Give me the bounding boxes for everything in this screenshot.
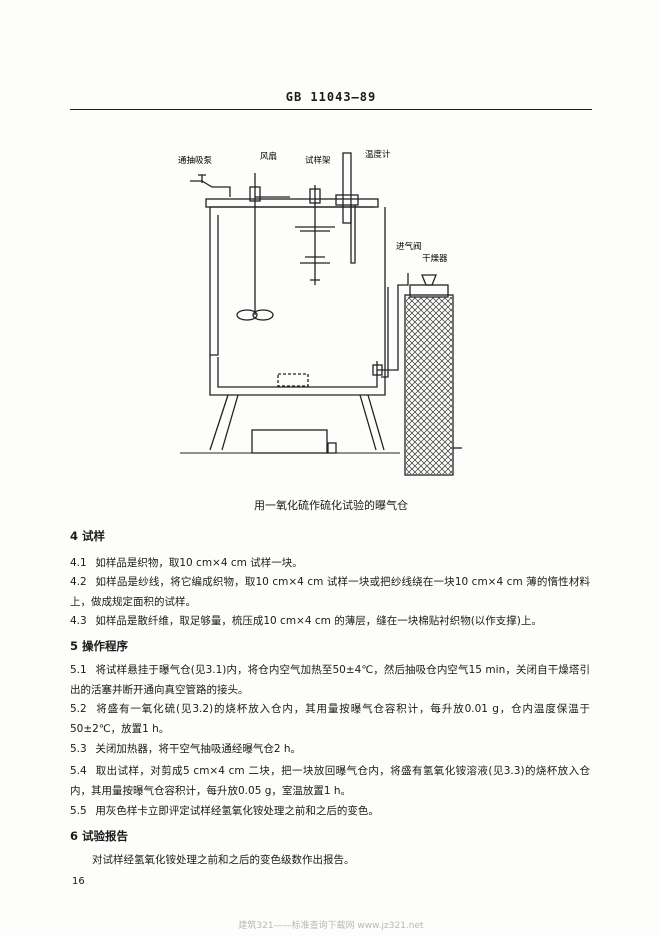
item-number: 4.1 xyxy=(70,557,87,569)
item-text: 如样品是散纤维，取足够量，梳压成10 cm×4 cm 的薄层，缝在一块棉贴衬织物… xyxy=(95,615,542,627)
standard-code: GB 11043—89 xyxy=(285,90,377,104)
thermometer-label: 温度计 xyxy=(365,149,391,160)
item-5-5: 5.5 用灰色样卡立即评定试样经氢氧化铵处理之前和之后的变色。 xyxy=(70,801,590,821)
rack-label: 试样架 xyxy=(305,155,331,166)
watermark: 建筑321——标准查询下载网 www.jz321.net xyxy=(238,921,424,931)
item-text: 将试样悬挂于曝气仓(见3.1)内，将仓内空气加热至50±4℃，然后抽吸仓内空气1… xyxy=(70,664,590,696)
apparatus-diagram: 通抽吸泵 风扇 试样架 温度计 进气阀 干燥器 xyxy=(178,149,462,476)
item-5-2: 5.2 将盛有一氧化硫(见3.2)的烧杯放入仓内，其用量按曝气仓容积计，每升放0… xyxy=(70,699,590,739)
item-text: 用灰色样卡立即评定试样经氢氧化铵处理之前和之后的变色。 xyxy=(95,805,379,817)
dryer-label: 干燥器 xyxy=(422,253,448,264)
section-4-title: 4 试样 xyxy=(70,529,106,543)
section-6-title: 6 试验报告 xyxy=(70,829,129,843)
apparatus-figure: 通抽吸泵 风扇 试样架 温度计 进气阀 干燥器 xyxy=(160,145,490,485)
item-5-1: 5.1 将试样悬挂于曝气仓(见3.1)内，将仓内空气加热至50±4℃，然后抽吸仓… xyxy=(70,660,590,700)
item-text: 如样品是纱线，将它编成织物，取10 cm×4 cm 试样一块或把纱线绕在一块10… xyxy=(70,576,590,608)
item-text: 取出试样，对剪成5 cm×4 cm 二块，把一块放回曝气仓内，将盛有氢氧化铵溶液… xyxy=(70,765,590,797)
item-number: 5.5 xyxy=(70,805,87,817)
header-rule xyxy=(70,109,592,110)
item-4-2: 4.2 如样品是纱线，将它编成织物，取10 cm×4 cm 试样一块或把纱线绕在… xyxy=(70,572,590,612)
item-number: 5.3 xyxy=(70,743,87,755)
pump-label: 通抽吸泵 xyxy=(178,155,213,166)
item-5-3: 5.3 关闭加热器，将干空气抽吸通经曝气仓2 h。 xyxy=(70,739,590,759)
fan-label: 风扇 xyxy=(260,151,277,162)
valve-label: 进气阀 xyxy=(396,241,422,252)
item-5-4: 5.4 取出试样，对剪成5 cm×4 cm 二块，把一块放回曝气仓内，将盛有氢氧… xyxy=(70,761,590,801)
section-5-title: 5 操作程序 xyxy=(70,639,129,653)
item-number: 4.3 xyxy=(70,615,87,627)
page-number: 16 xyxy=(72,876,85,887)
item-4-3: 4.3 如样品是散纤维，取足够量，梳压成10 cm×4 cm 的薄层，缝在一块棉… xyxy=(70,611,590,631)
figure-caption: 用一氧化硫作硫化试验的曝气仓 xyxy=(254,499,408,512)
item-number: 5.1 xyxy=(70,664,87,676)
item-number: 4.2 xyxy=(70,576,87,588)
item-text: 将盛有一氧化硫(见3.2)的烧杯放入仓内，其用量按曝气仓容积计，每升放0.01 … xyxy=(70,703,590,735)
item-text: 如样品是织物，取10 cm×4 cm 试样一块。 xyxy=(95,557,303,569)
item-text: 关闭加热器，将干空气抽吸通经曝气仓2 h。 xyxy=(95,743,302,755)
item-number: 5.2 xyxy=(70,703,87,715)
item-4-1: 4.1 如样品是织物，取10 cm×4 cm 试样一块。 xyxy=(70,553,590,573)
item-number: 5.4 xyxy=(70,765,87,777)
section-6-body: 对试样经氢氧化铵处理之前和之后的变色级数作出报告。 xyxy=(92,854,355,866)
